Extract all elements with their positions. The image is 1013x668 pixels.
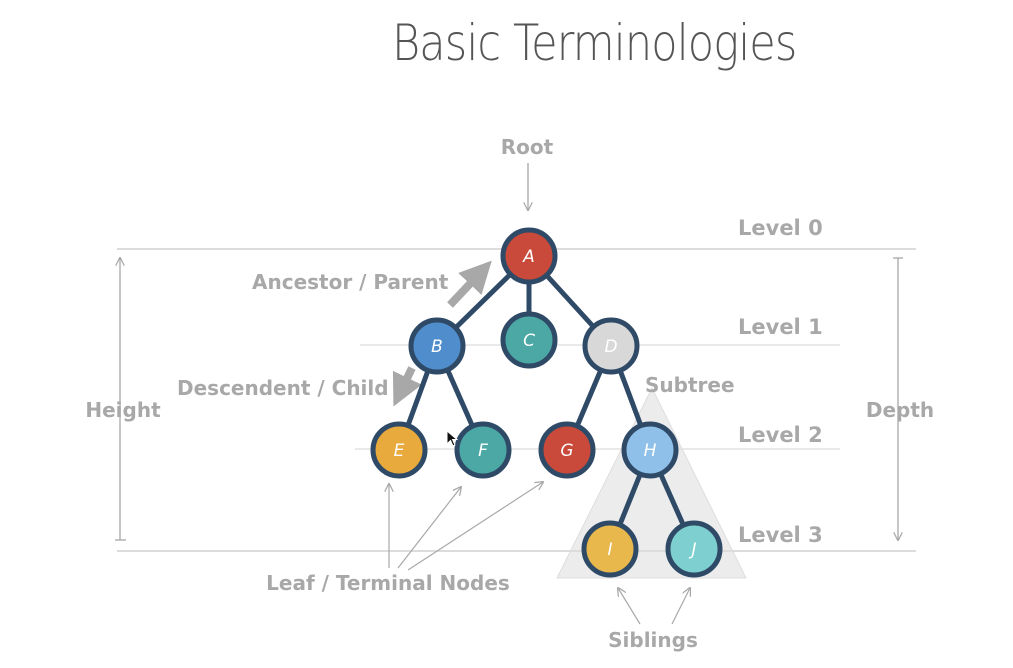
depth-indicator	[893, 257, 903, 540]
tree-node-c: C	[500, 311, 558, 369]
mouse-pointer-icon	[446, 430, 458, 447]
node-label: J	[688, 540, 696, 560]
descendant-arrow	[392, 366, 422, 407]
node-label: D	[604, 337, 617, 357]
tree-node-d: D	[582, 317, 640, 375]
node-circle	[581, 520, 639, 578]
tree-nodes: A B C D E F G H I J	[370, 227, 723, 578]
level-3-label: Level 3	[738, 523, 823, 547]
node-circle	[500, 227, 558, 285]
depth-label: Depth	[866, 398, 934, 422]
root-label: Root	[501, 135, 554, 159]
tree-node-b: B	[408, 317, 466, 375]
node-label: H	[644, 441, 657, 461]
height-indicator	[115, 258, 126, 541]
ancestor-label: Ancestor / Parent	[252, 270, 449, 294]
node-circle	[538, 421, 596, 479]
subtree-label: Subtree	[645, 373, 735, 397]
descendant-label: Descendent / Child	[177, 376, 389, 400]
sibling-pointers	[618, 588, 690, 625]
tree-node-e: E	[370, 421, 428, 479]
page-title: Basic Terminologies	[392, 14, 797, 72]
node-circle	[408, 317, 466, 375]
leaf-label: Leaf / Terminal Nodes	[266, 571, 510, 595]
level-1-label: Level 1	[738, 315, 823, 339]
node-circle	[582, 317, 640, 375]
tree-node-a: A	[500, 227, 558, 285]
node-circle	[370, 421, 428, 479]
level-0-label: Level 0	[738, 216, 823, 240]
node-label: I	[607, 540, 612, 560]
node-circle	[454, 421, 512, 479]
tree-node-f: F	[454, 421, 512, 479]
leaf-pointers	[389, 482, 543, 571]
ancestor-arrow	[447, 260, 492, 308]
node-label: B	[431, 337, 443, 357]
node-circle	[621, 421, 679, 479]
node-label: G	[560, 441, 573, 461]
node-label: E	[394, 441, 405, 461]
node-circle	[665, 520, 723, 578]
tree-node-j: J	[665, 520, 723, 578]
tree-node-g: G	[538, 421, 596, 479]
siblings-label: Siblings	[608, 628, 698, 652]
level-2-label: Level 2	[738, 423, 823, 447]
node-label: F	[478, 441, 488, 461]
tree-node-i: I	[581, 520, 639, 578]
node-circle	[500, 311, 558, 369]
node-label: A	[522, 247, 535, 267]
height-label: Height	[85, 398, 161, 422]
node-label: C	[523, 331, 535, 351]
tree-node-h: H	[621, 421, 679, 479]
